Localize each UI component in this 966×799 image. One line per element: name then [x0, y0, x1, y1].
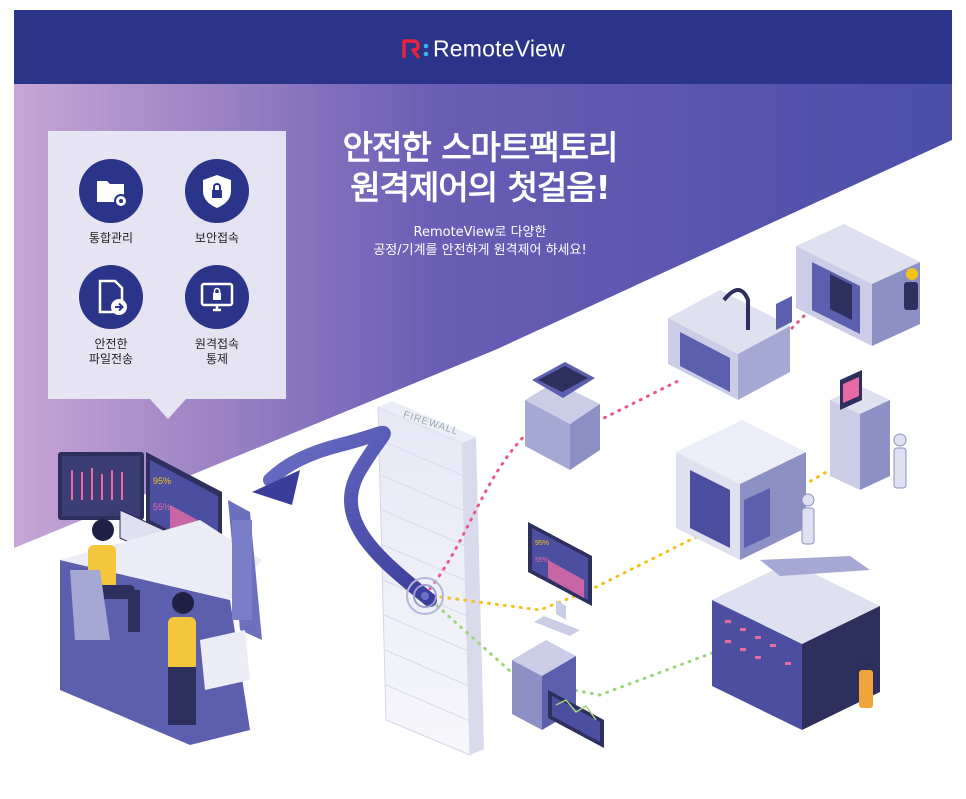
kiosk-percent-2: 55% — [535, 557, 549, 564]
firewall-wall — [377, 401, 484, 756]
file-transfer-icon — [79, 265, 143, 329]
connection-line-yellow — [423, 468, 832, 612]
monitor-percent-1: 95% — [153, 476, 171, 486]
hero-subline-line2: 공정/기계를 안전하게 원격제어 하세요! — [373, 243, 587, 258]
kiosk-terminal — [525, 362, 600, 470]
shield-lock-icon — [185, 159, 249, 223]
feature-label: 통합관리 — [88, 231, 134, 245]
kiosk-percent-1: 95% — [535, 540, 549, 547]
feature-label: 원격접속 통제 — [194, 337, 240, 366]
hero-headline-line1: 안전한 스마트팩토리 — [342, 128, 619, 167]
arrow-head — [252, 470, 300, 505]
remoteview-logo[interactable]: RemoteView — [14, 34, 952, 62]
machining-center — [796, 224, 920, 346]
operator-workstation: 95% 55% — [58, 452, 262, 745]
header-bar: RemoteView — [14, 10, 952, 84]
control-panel-station — [830, 370, 907, 490]
feature-label: 안전한 파일전송 — [88, 337, 134, 366]
feature-panel: 통합관리 보안접속 안전한 파일전송 — [48, 131, 286, 399]
feature-panel-tail — [150, 399, 186, 419]
firewall-target-icon — [406, 577, 444, 615]
feature-label: 보안접속 — [194, 231, 240, 245]
remoteview-logo-icon — [402, 39, 429, 59]
hero-headline-line2: 원격제어의 첫걸음! — [350, 168, 610, 207]
clean-machine — [676, 420, 815, 560]
monitor-terminal: 95% 55% — [528, 522, 592, 636]
logo-text: RemoteView — [433, 35, 565, 62]
cnc-machine — [668, 288, 792, 400]
monitor-percent-2: 55% — [153, 502, 171, 512]
feature-secure-access[interactable]: 보안접속 — [162, 159, 272, 246]
feature-secure-file-transfer[interactable]: 안전한 파일전송 — [56, 265, 166, 367]
feature-remote-access-control[interactable]: 원격접속 통제 — [162, 265, 272, 367]
feature-integrated-management[interactable]: 통합관리 — [56, 159, 166, 246]
curved-arrow — [263, 425, 437, 607]
server-room — [712, 556, 880, 730]
folder-gear-icon — [79, 159, 143, 223]
desktop-pc — [512, 640, 604, 748]
monitor-lock-icon — [185, 265, 249, 329]
hero-subline-line1: RemoteView로 다양한 — [413, 225, 547, 240]
